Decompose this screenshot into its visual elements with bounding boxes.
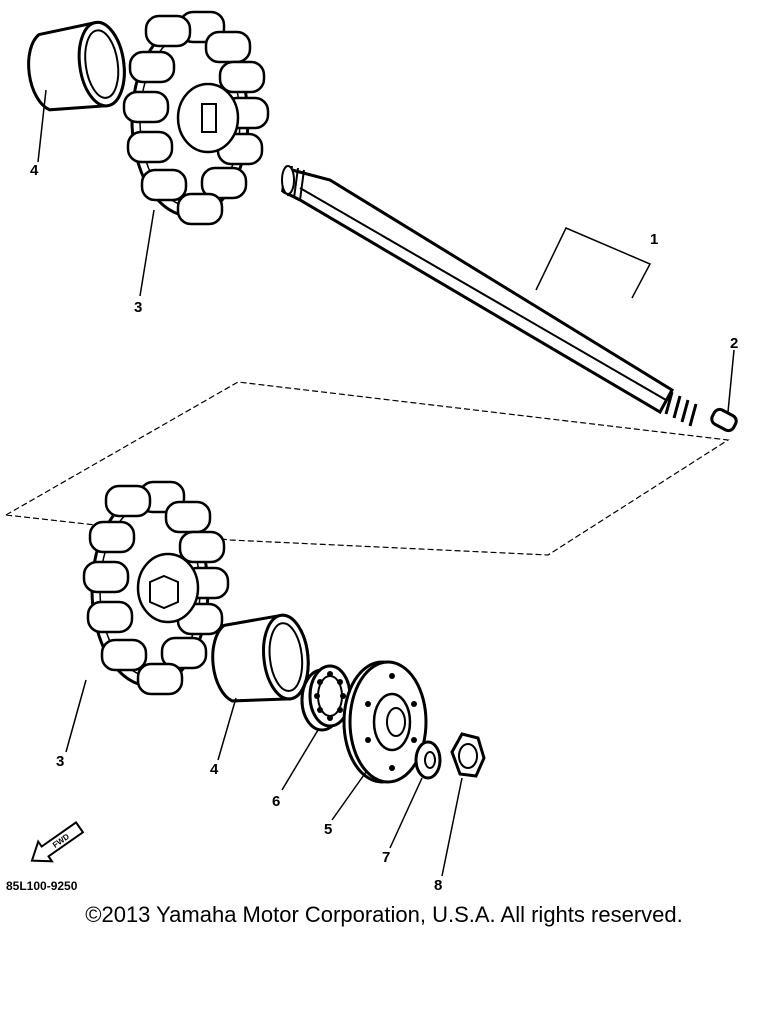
callout-4-bottom: 4 (210, 761, 219, 778)
callout-3-bottom: 3 (56, 753, 64, 770)
drive-shaft (281, 165, 698, 427)
alignment-outline (4, 381, 730, 556)
leader-lines (37, 89, 463, 877)
callout-7: 7 (382, 849, 390, 866)
callout-2: 2 (730, 335, 738, 352)
callout-2-leader (727, 349, 735, 413)
copyright-notice: ©2013 Yamaha Motor Corporation, U.S.A. A… (85, 902, 683, 927)
callout-5: 5 (324, 821, 332, 838)
washer (414, 740, 442, 780)
callout-4-top: 4 (30, 162, 39, 179)
fwd-arrow: FWD (30, 821, 85, 863)
shaft-plug (710, 407, 738, 433)
callout-1: 1 (650, 231, 658, 248)
callout-3-top: 3 (134, 299, 142, 316)
sprocket-bottom (82, 480, 230, 696)
bushing-bottom (207, 611, 314, 708)
callout-1-bracket (535, 227, 652, 299)
bushing-top (21, 17, 131, 118)
nut (450, 732, 486, 778)
callout-6: 6 (272, 793, 280, 810)
sprocket-top (122, 10, 270, 226)
bearing-flange (342, 660, 428, 784)
callout-8: 8 (434, 877, 442, 894)
diagram-code: 85L100-9250 (6, 879, 78, 893)
bearing (300, 664, 352, 732)
